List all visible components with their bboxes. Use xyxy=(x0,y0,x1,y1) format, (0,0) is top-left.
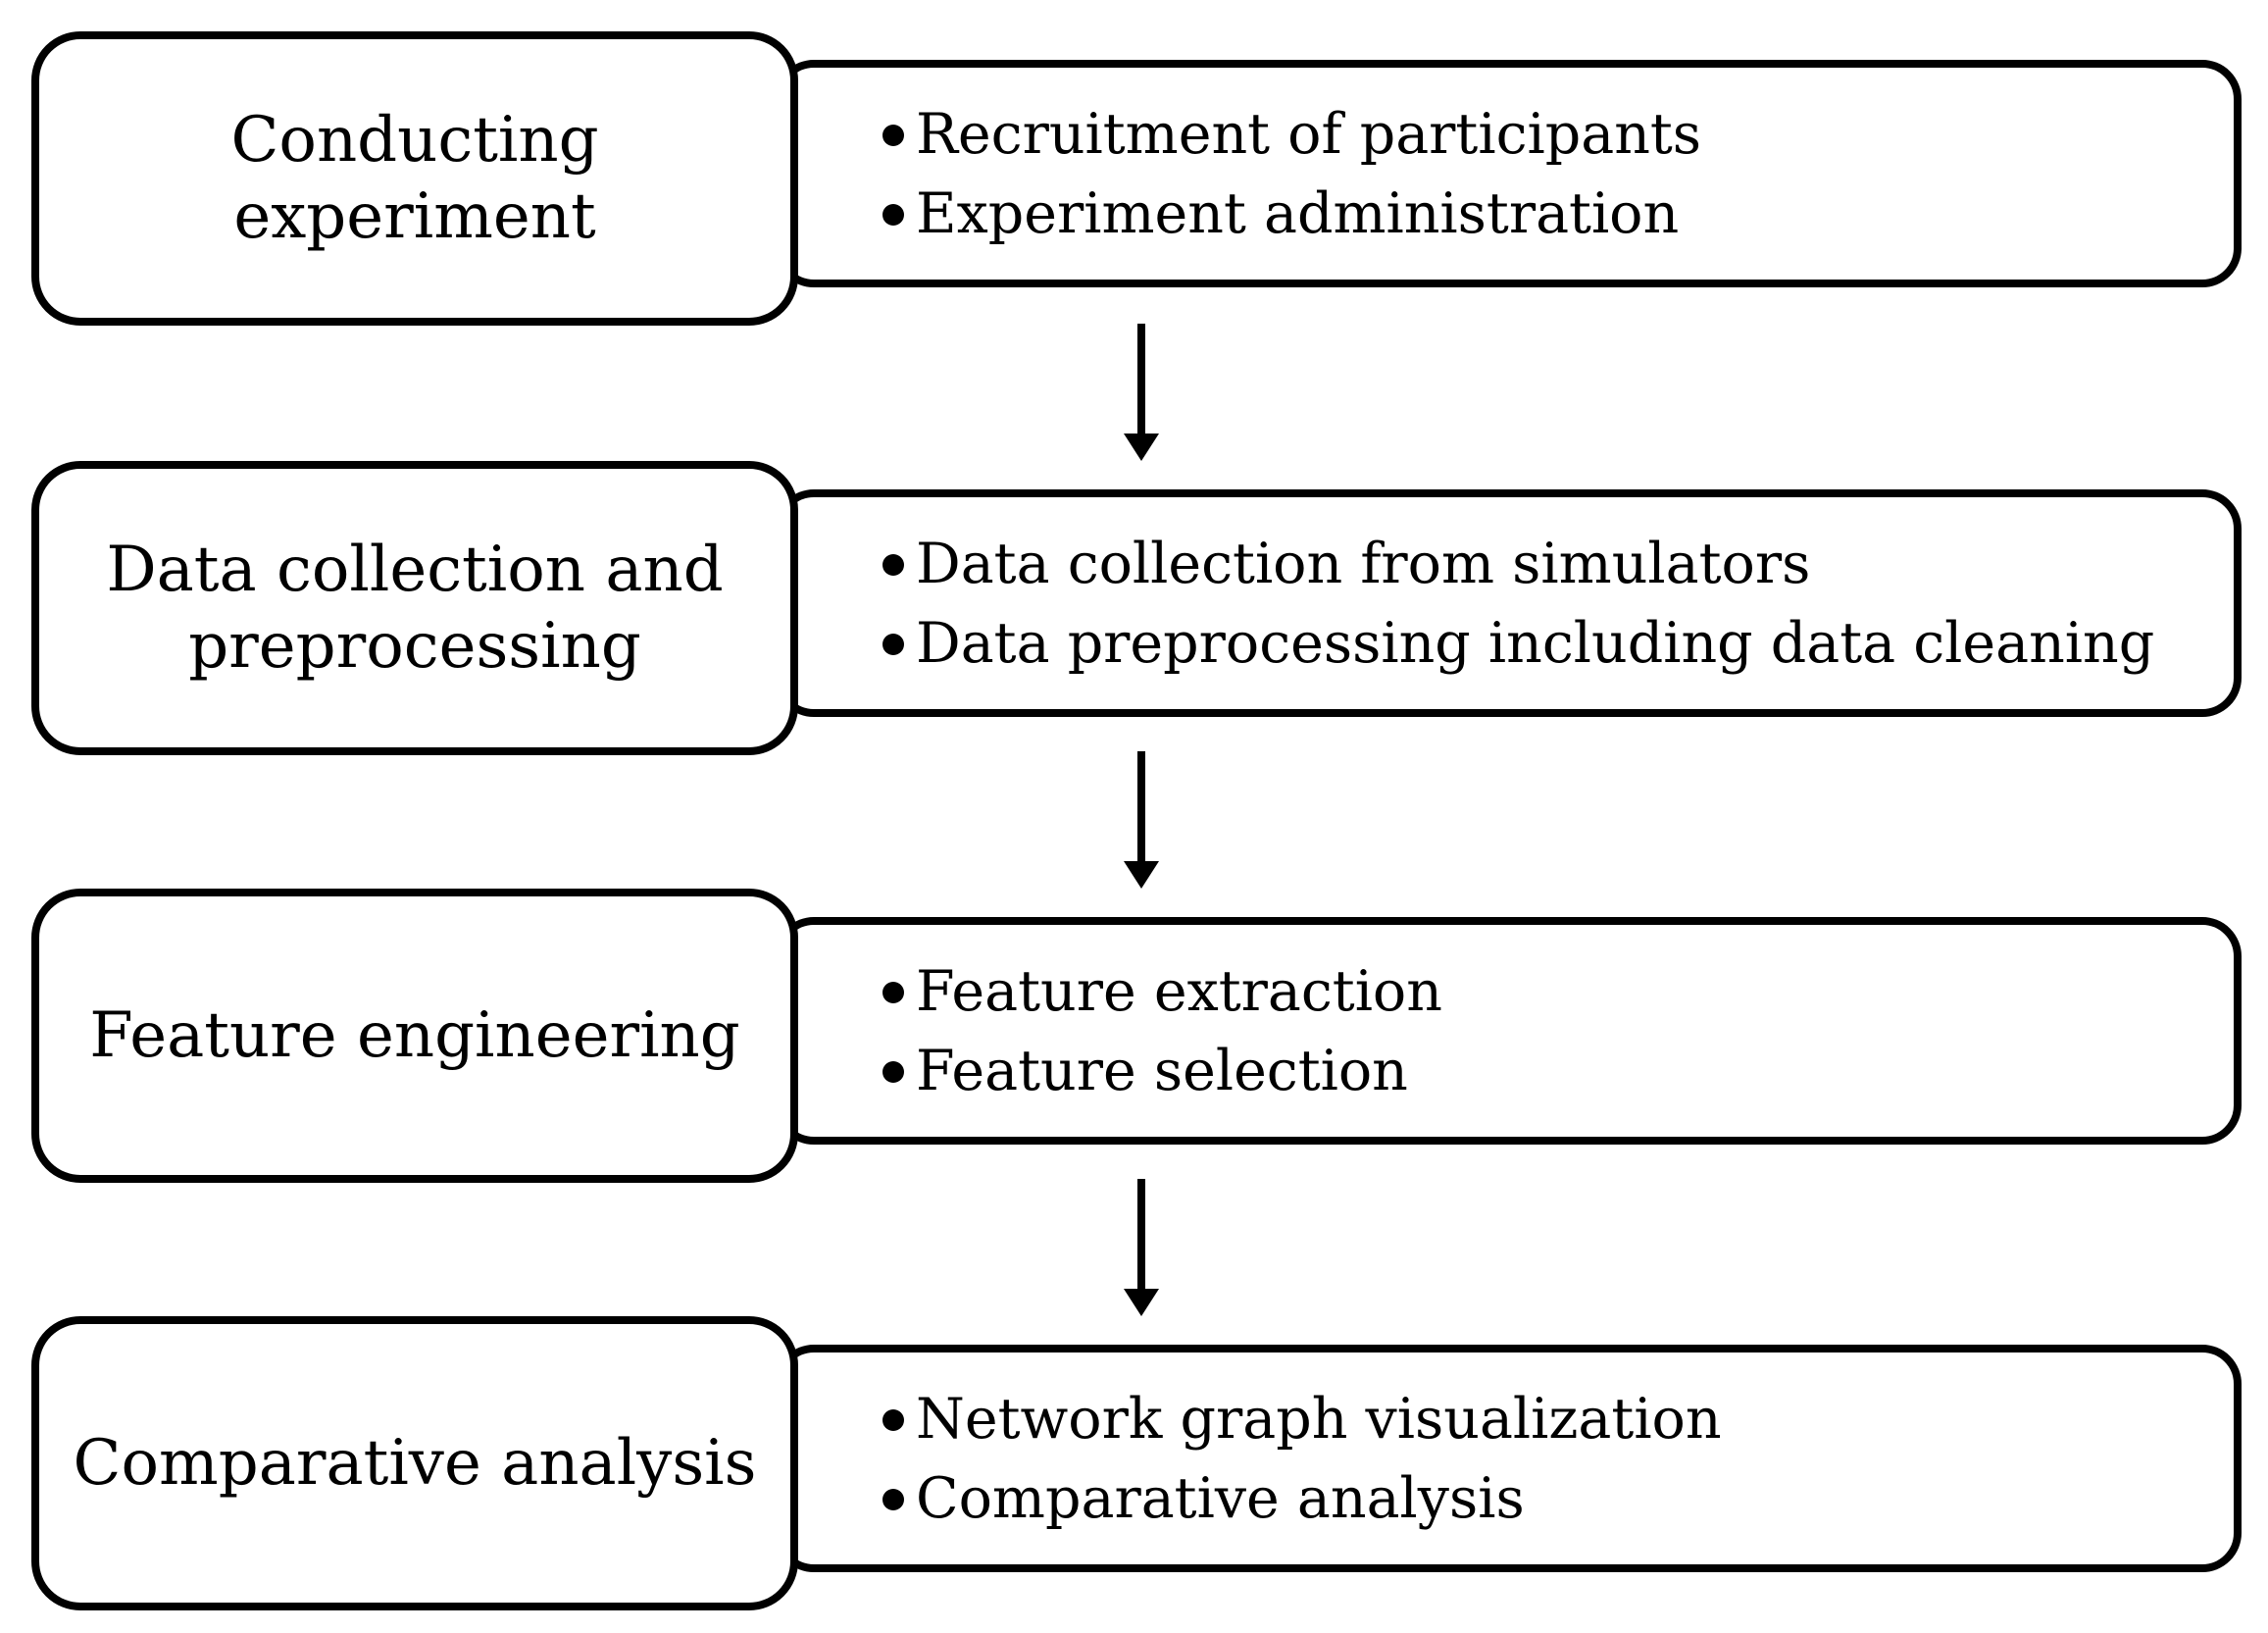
stage-1-bullet-1: Recruitment of participants xyxy=(882,95,1701,175)
stage-4-bullet-1: Network graph visualization xyxy=(882,1380,1722,1459)
stage-4-bullet-1-text: Network graph visualization xyxy=(916,1387,1722,1452)
bullet-icon xyxy=(882,1060,904,1083)
stage-3-bullet-list: Feature extraction Feature selection xyxy=(882,952,1442,1111)
stage-1-bullet-2: Experiment administration xyxy=(882,175,1701,254)
stage-3-box: Feature engineering xyxy=(31,889,798,1183)
stage-2-label: Data collection and preprocessing xyxy=(86,532,742,685)
arrow-head xyxy=(1124,861,1159,889)
stage-2-label-line-1: Data collection and xyxy=(106,534,724,606)
stage-2-bullet-1-text: Data collection from simulators xyxy=(916,532,1811,596)
stage-2-label-line-2: preprocessing xyxy=(188,610,641,683)
stage-2-bullet-2: Data preprocessing including data cleani… xyxy=(882,604,2154,684)
stage-4-label-line-1: Comparative analysis xyxy=(73,1427,757,1500)
bullet-icon xyxy=(882,203,904,226)
arrow-shaft xyxy=(1137,324,1145,439)
stage-3-bullet-1: Feature extraction xyxy=(882,952,1442,1032)
stage-3-bullet-2: Feature selection xyxy=(882,1032,1442,1111)
bullet-icon xyxy=(882,981,904,1003)
down-arrow-icon xyxy=(1124,324,1159,465)
stage-2-bullet-2-text: Data preprocessing including data cleani… xyxy=(916,611,2155,676)
stage-1-detail-box xyxy=(775,60,2242,287)
stage-4-label: Comparative analysis xyxy=(54,1425,777,1502)
stage-1-bullet-1-text: Recruitment of participants xyxy=(916,102,1702,167)
stage-4-bullet-2: Comparative analysis xyxy=(882,1459,1722,1539)
stage-3-label-line-1: Feature engineering xyxy=(89,999,740,1072)
bullet-icon xyxy=(882,1488,904,1510)
stage-1-label-line-2: experiment xyxy=(233,180,596,253)
down-arrow-icon xyxy=(1124,1179,1159,1320)
stage-1-box: Conducting experiment xyxy=(31,31,798,326)
arrow-shaft xyxy=(1137,751,1145,867)
stage-1-bullet-list: Recruitment of participants Experiment a… xyxy=(882,95,1701,254)
down-arrow-icon xyxy=(1124,751,1159,893)
stage-4-detail-box xyxy=(775,1345,2242,1572)
arrow-head xyxy=(1124,434,1159,461)
bullet-icon xyxy=(882,1408,904,1431)
stage-3-bullet-1-text: Feature extraction xyxy=(916,959,1442,1024)
stage-4-bullet-list: Network graph visualization Comparative … xyxy=(882,1380,1722,1539)
stage-2-bullet-list: Data collection from simulators Data pre… xyxy=(882,525,2154,684)
arrow-head xyxy=(1124,1289,1159,1316)
stage-3-label: Feature engineering xyxy=(70,997,759,1074)
stage-3-detail-box xyxy=(775,917,2242,1145)
stage-3-bullet-2-text: Feature selection xyxy=(916,1039,1408,1103)
stage-1-label-line-1: Conducting xyxy=(230,104,599,177)
stage-2-box: Data collection and preprocessing xyxy=(31,461,798,755)
stage-4-box: Comparative analysis xyxy=(31,1316,798,1610)
stage-1-label: Conducting experiment xyxy=(211,102,618,255)
stage-4-bullet-2-text: Comparative analysis xyxy=(916,1466,1525,1531)
arrow-shaft xyxy=(1137,1179,1145,1295)
stage-1-bullet-2-text: Experiment administration xyxy=(916,181,1680,246)
stage-2-detail-box xyxy=(775,489,2242,717)
bullet-icon xyxy=(882,633,904,655)
bullet-icon xyxy=(882,124,904,146)
stage-2-bullet-1: Data collection from simulators xyxy=(882,525,2154,604)
bullet-icon xyxy=(882,553,904,576)
